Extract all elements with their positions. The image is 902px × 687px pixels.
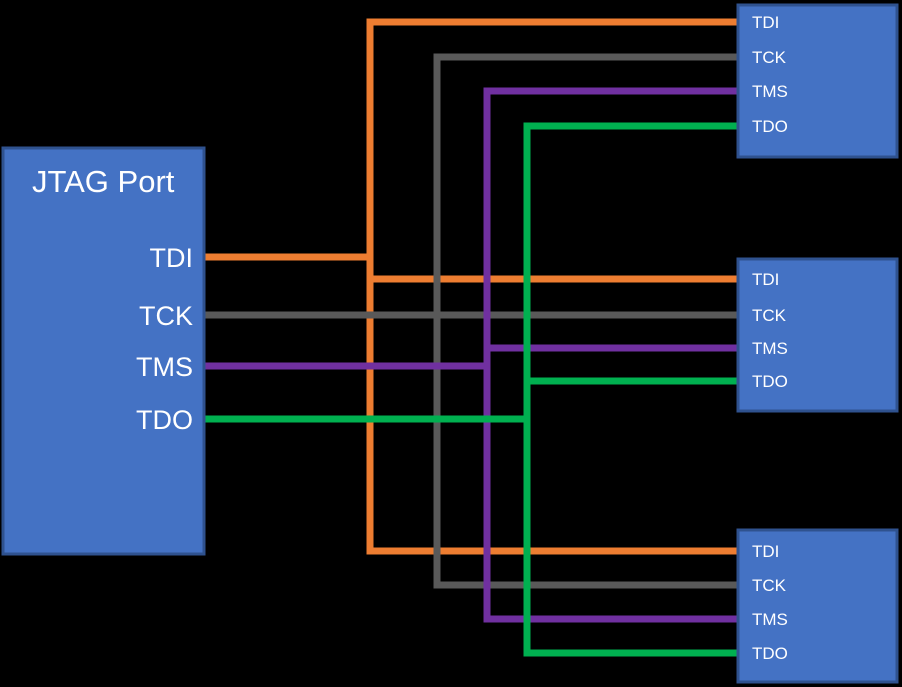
device3-pin-tms: TMS [752,610,788,629]
jtag-port-pin-tms: TMS [136,352,193,382]
device2-pin-tdo: TDO [752,372,788,391]
tck-net-wire [205,53,737,589]
device1-pin-tdo: TDO [752,117,788,136]
tdo-net-wire [205,122,737,657]
device3-pin-tck: TCK [752,576,787,595]
device3-pin-tdo: TDO [752,644,788,663]
device1-pin-tck: TCK [752,48,787,67]
jtag-port-pin-tck: TCK [139,301,193,331]
jtag-port-title: JTAG Port [32,164,175,199]
device1-pin-tdi: TDI [752,13,779,32]
device-box-1 [736,3,899,159]
device-box-3 [736,528,899,684]
jtag-port-pin-tdo: TDO [136,405,193,435]
tdi-net-wire [205,18,737,555]
device2-pin-tck: TCK [752,306,787,325]
device2-pin-tdi: TDI [752,270,779,289]
device1-pin-tms: TMS [752,82,788,101]
device2-pin-tms: TMS [752,339,788,358]
jtag-port-pin-tdi: TDI [150,243,194,273]
device3-pin-tdi: TDI [752,542,779,561]
device-box-2 [736,257,899,413]
jtag-port-box [1,146,206,556]
